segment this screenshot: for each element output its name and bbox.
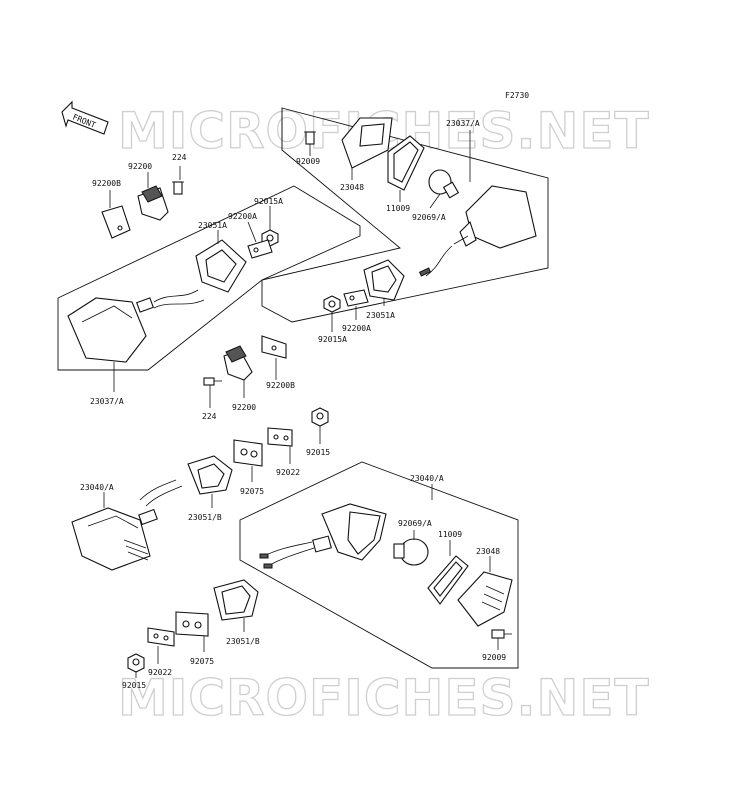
screw-icon (172, 181, 184, 195)
label-92022-mid: 92022 (276, 468, 300, 477)
label-11009-top: 11009 (386, 204, 410, 213)
label-92075-bottom: 92075 (190, 657, 214, 666)
frame-bottom-right (239, 461, 519, 669)
socket-holder-icon (187, 455, 233, 495)
cushion-icon (233, 439, 263, 467)
lens-icon (457, 571, 513, 627)
frame-top-right (261, 107, 549, 323)
label-23037a-left: 23037/A (90, 397, 124, 406)
bracket-icon (137, 185, 169, 221)
plate-icon (101, 205, 131, 239)
frame-top-left (57, 185, 361, 371)
nut-icon (311, 407, 329, 427)
label-92069a-top: 92069/A (412, 213, 446, 222)
gasket-icon (387, 135, 425, 191)
turn-signal-housing-icon (418, 185, 537, 277)
label-23040a-left: 23040/A (80, 483, 114, 492)
screw-icon (304, 131, 316, 145)
lens-icon (341, 117, 393, 169)
label-23051a-right: 23051A (366, 311, 395, 320)
label-92200-top: 92200 (128, 162, 152, 171)
front-arrow-icon: FRONT (61, 100, 109, 135)
label-92015a-right: 92015A (318, 335, 347, 344)
label-23051a-left: 23051A (198, 221, 227, 230)
label-23040a-right: 23040/A (410, 474, 444, 483)
label-92200b-top: 92200B (92, 179, 121, 188)
label-92015-mid: 92015 (306, 448, 330, 457)
washer-icon (267, 427, 293, 447)
turn-signal-housing-icon (71, 479, 183, 571)
bulb-icon (393, 538, 429, 566)
label-92200a-right: 92200A (342, 324, 371, 333)
label-92015a-left: 92015A (254, 197, 283, 206)
label-92075-mid: 92075 (240, 487, 264, 496)
screw-icon (203, 377, 222, 386)
label-23048-top: 23048 (340, 183, 364, 192)
nut-icon (127, 653, 145, 673)
label-23051b-bottom: 23051/B (226, 637, 260, 646)
label-92009-bottom: 92009 (482, 653, 506, 662)
socket-holder-icon (213, 579, 259, 621)
label-23037a-top-right: 23037/A (446, 119, 480, 128)
plate-icon (343, 289, 369, 307)
bracket-icon (223, 345, 253, 381)
bulb-icon (428, 169, 460, 199)
turn-signal-housing-icon (259, 503, 387, 569)
screw-icon (491, 629, 512, 639)
label-92200b-mid: 92200B (266, 381, 295, 390)
washer-icon (147, 627, 175, 647)
label-23048-bottom: 23048 (476, 547, 500, 556)
plate-icon (247, 239, 273, 259)
watermark-bottom: MICROFICHES.NET (118, 669, 650, 727)
label-23051b-mid: 23051/B (188, 513, 222, 522)
label-92200a-left: 92200A (228, 212, 257, 221)
label-92200-mid: 92200 (232, 403, 256, 412)
cushion-icon (175, 611, 209, 637)
nut-icon (323, 295, 341, 313)
socket-holder-icon (363, 259, 405, 301)
gasket-icon (427, 555, 469, 605)
socket-holder-icon (195, 239, 247, 293)
label-224-mid: 224 (202, 412, 217, 421)
label-11009-bottom: 11009 (438, 530, 462, 539)
label-92009-top: 92009 (296, 157, 320, 166)
label-92022-bottom: 92022 (148, 668, 172, 677)
label-92069a-bottom: 92069/A (398, 519, 432, 528)
plate-icon (261, 335, 287, 359)
label-92015-bottom: 92015 (122, 681, 146, 690)
label-224-top: 224 (172, 153, 187, 162)
figure-code: F2730 (505, 91, 529, 100)
turn-signal-housing-icon (67, 289, 205, 363)
